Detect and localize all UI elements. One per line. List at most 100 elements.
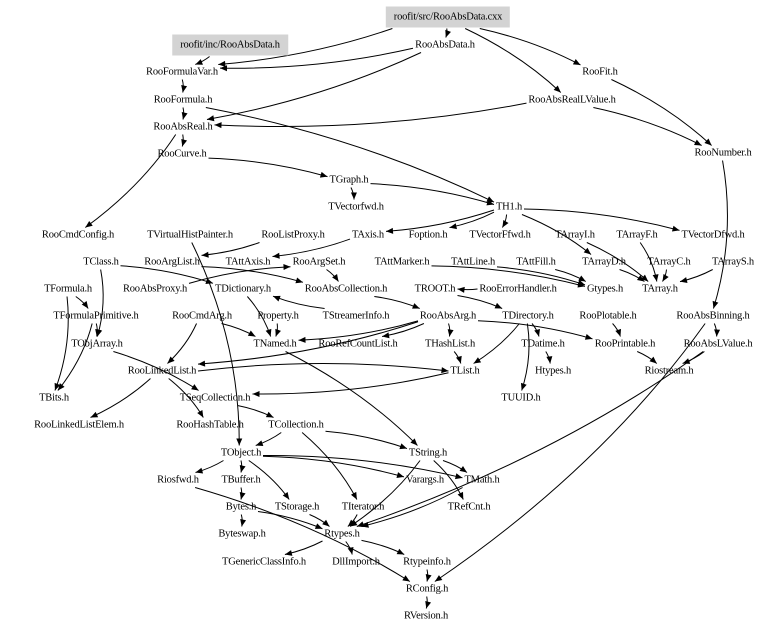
edge-tstring-to-rtypes (349, 460, 421, 527)
graph-node-tbits[interactable]: TBits.h (39, 392, 69, 404)
graph-node-rooplotable[interactable]: RooPlotable.h (579, 310, 637, 322)
graph-node-tarrays[interactable]: TArrayS.h (712, 256, 754, 268)
graph-node-tarray[interactable]: TArray.h (642, 283, 678, 295)
arrowhead-icon (350, 491, 357, 500)
graph-node-tarrayf[interactable]: TArrayF.h (616, 229, 658, 241)
graph-node-tattmarker[interactable]: TAttMarker.h (374, 256, 430, 268)
graph-node-inch[interactable]: roofit/inc/RooAbsData.h (172, 34, 288, 56)
graph-node-tcollection[interactable]: TCollection.h (268, 419, 324, 431)
graph-node-roocmdarg[interactable]: RooCmdArg.h (172, 310, 232, 322)
graph-node-tvectorfwd[interactable]: TVectorfwd.h (328, 201, 384, 213)
arrowhead-icon (577, 281, 585, 288)
graph-node-tattaxis[interactable]: TAttAxis.h (225, 256, 271, 268)
graph-node-varargs[interactable]: Varargs.h (406, 474, 444, 486)
arrowhead-icon (198, 360, 206, 367)
edge-rooabsproxy-to-rooargset (188, 266, 291, 284)
graph-node-rooabslvalue[interactable]: RooAbsLValue.h (683, 338, 753, 350)
arrowhead-icon (284, 550, 293, 556)
arrowhead-icon (54, 382, 61, 391)
graph-node-riosfwd[interactable]: Riosfwd.h (157, 474, 199, 486)
graph-node-rooabscollection[interactable]: RooAbsCollection.h (304, 283, 388, 295)
graph-node-htypes[interactable]: Htypes.h (534, 365, 572, 377)
graph-node-tattfill[interactable]: TAttFill.h (516, 256, 556, 268)
graph-node-tstreamerinfo[interactable]: TStreamerInfo.h (322, 310, 390, 322)
graph-node-roohashtable[interactable]: RooHashTable.h (176, 419, 244, 431)
graph-node-cxx[interactable]: roofit/src/RooAbsData.cxx (385, 6, 511, 28)
graph-node-property[interactable]: Property.h (257, 310, 299, 322)
graph-node-byteswap[interactable]: Byteswap.h (218, 528, 266, 540)
graph-node-trefcnt[interactable]: TRefCnt.h (447, 501, 491, 513)
graph-node-tdirectory[interactable]: TDirectory.h (502, 310, 554, 322)
graph-node-dllimport[interactable]: DllImport.h (332, 556, 380, 568)
graph-node-rooformulavar[interactable]: RooFormulaVar.h (146, 66, 218, 78)
graph-node-roolinkedlist[interactable]: RooLinkedList.h (127, 365, 197, 377)
graph-node-tuuid[interactable]: TUUID.h (501, 392, 541, 404)
arrowhead-icon (197, 409, 204, 418)
graph-node-tobjarray[interactable]: TObjArray.h (71, 338, 123, 350)
graph-node-titerator[interactable]: TIterator.h (341, 501, 385, 513)
graph-node-tformulaprimitive[interactable]: TFormulaPrimitive.h (53, 310, 139, 322)
graph-node-tdictionary[interactable]: TDictionary.h (215, 283, 271, 295)
graph-node-tvirtualhistpainter[interactable]: TVirtualHistPainter.h (147, 229, 233, 241)
graph-node-tbuffer[interactable]: TBuffer.h (221, 474, 261, 486)
graph-node-tarrayc[interactable]: TArrayC.h (647, 256, 691, 268)
graph-node-roorefcountlist[interactable]: RooRefCountList.h (318, 338, 398, 350)
graph-node-rconfig[interactable]: RConfig.h (405, 583, 449, 595)
graph-node-roofit[interactable]: RooFit.h (582, 66, 618, 78)
graph-node-bytes[interactable]: Bytes.h (225, 501, 257, 513)
graph-node-rtypes[interactable]: Rtypes.h (324, 528, 360, 540)
graph-node-tarrayd[interactable]: TArrayD.h (582, 256, 626, 268)
arrowhead-icon (704, 138, 712, 146)
graph-node-th1[interactable]: TH1.h (495, 201, 523, 213)
graph-node-rooabsarg[interactable]: RooAbsArg.h (419, 310, 477, 322)
graph-node-tmath[interactable]: TMath.h (464, 474, 500, 486)
graph-node-tseqcollection[interactable]: TSeqCollection.h (179, 392, 251, 404)
graph-node-rooerrorhandler[interactable]: RooErrorHandler.h (479, 283, 557, 295)
graph-node-rooformula[interactable]: RooFormula.h (153, 94, 213, 106)
graph-node-roocurve[interactable]: RooCurve.h (157, 148, 207, 160)
arrowhead-icon (214, 122, 222, 129)
graph-node-rooabsreal[interactable]: RooAbsReal.h (153, 121, 213, 133)
graph-node-tdatime[interactable]: TDatime.h (521, 338, 565, 350)
graph-node-tattline[interactable]: TAttLine.h (450, 256, 496, 268)
arrowhead-icon (441, 367, 449, 374)
graph-node-roolinkedlistelem[interactable]: RooLinkedListElem.h (34, 419, 124, 431)
graph-node-rtypeinfo[interactable]: Rtypeinfo.h (403, 556, 451, 568)
graph-node-roonumber[interactable]: RooNumber.h (694, 147, 752, 159)
graph-node-rversion[interactable]: RVersion.h (403, 610, 449, 622)
graph-node-tgenericclassinfo[interactable]: TGenericClassInfo.h (222, 556, 306, 568)
graph-node-rooabsproxy[interactable]: RooAbsProxy.h (122, 283, 188, 295)
arrowhead-icon (636, 275, 645, 282)
graph-node-tstorage[interactable]: TStorage.h (274, 501, 320, 513)
arrowhead-icon (546, 356, 553, 364)
graph-node-thashlist[interactable]: THashList.h (424, 338, 476, 350)
arrowhead-icon (191, 384, 199, 391)
graph-node-rooabsdata[interactable]: RooAbsData.h (415, 39, 475, 51)
graph-node-gtypes[interactable]: Gtypes.h (586, 283, 624, 295)
graph-node-taxis[interactable]: TAxis.h (352, 229, 384, 241)
graph-node-tlist[interactable]: TList.h (450, 365, 480, 377)
graph-node-rooprintable[interactable]: RooPrintable.h (594, 338, 656, 350)
arrowhead-icon (347, 519, 356, 527)
graph-node-tnamed[interactable]: TNamed.h (253, 338, 297, 350)
edge-tattmarker-to-gtypes (431, 265, 586, 287)
graph-node-rooarglist[interactable]: RooArgList.h (144, 256, 200, 268)
graph-node-tformula[interactable]: TFormula.h (44, 283, 92, 295)
graph-node-tclass[interactable]: TClass.h (83, 256, 119, 268)
graph-node-riostream[interactable]: Riostream.h (644, 365, 694, 377)
graph-node-tarrayi[interactable]: TArrayI.h (555, 229, 595, 241)
graph-node-roocmdconfig[interactable]: RooCmdConfig.h (41, 229, 115, 241)
graph-node-tvectorffwd[interactable]: TVectorFfwd.h (469, 229, 531, 241)
graph-node-foption[interactable]: Foption.h (408, 229, 448, 241)
arrowhead-icon (195, 59, 203, 65)
graph-node-roolistproxy[interactable]: RooListProxy.h (261, 229, 325, 241)
edge-tformulaprimitive-to-tbits (57, 323, 93, 391)
graph-node-rooargset[interactable]: RooArgSet.h (292, 256, 346, 268)
graph-node-troot[interactable]: TROOT.h (414, 283, 456, 295)
graph-node-rooabsreallvalue[interactable]: RooAbsRealLValue.h (528, 94, 616, 106)
graph-node-tvectordfwd[interactable]: TVectorDfwd.h (681, 229, 745, 241)
graph-node-tobject[interactable]: TObject.h (220, 447, 262, 459)
graph-node-tgraph[interactable]: TGraph.h (329, 174, 369, 186)
graph-node-tstring[interactable]: TString.h (408, 447, 448, 459)
graph-node-rooabsbinning[interactable]: RooAbsBinning.h (676, 310, 750, 322)
